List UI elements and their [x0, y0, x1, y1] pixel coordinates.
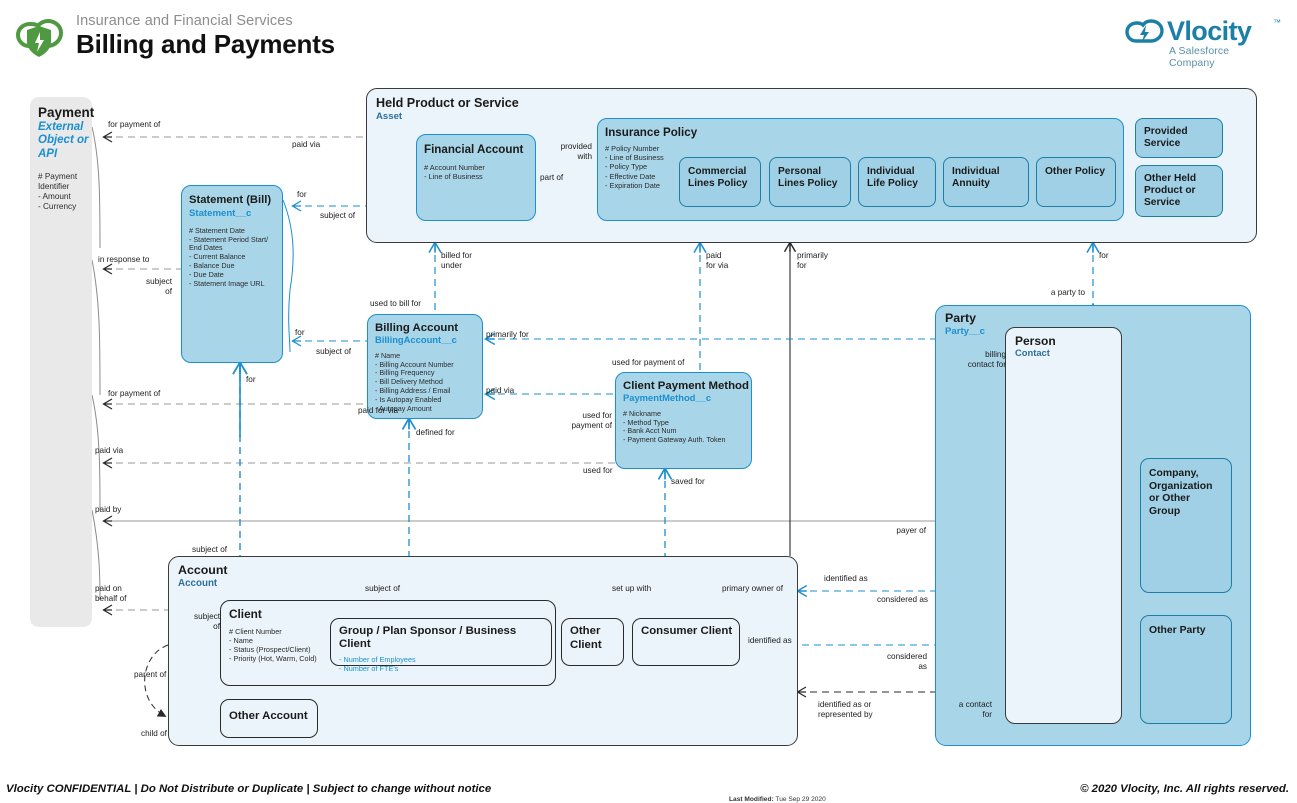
entity-billing-account[interactable]: Billing Account BillingAccount__c # Name… [367, 314, 483, 419]
entity-title: Party [945, 311, 976, 325]
entity-title: Client [229, 607, 262, 621]
entity-attributes: - Number of Employees - Number of FTE's [339, 654, 416, 673]
entity-attributes: # Statement Date - Statement Period Star… [189, 225, 269, 289]
entity-provided-service[interactable]: Provided Service [1135, 118, 1223, 158]
entity-other-party[interactable]: Other Party [1140, 615, 1232, 724]
footer-copyright: © 2020 Vlocity, Inc. All rights reserved… [1080, 783, 1289, 795]
entity-title: Statement (Bill) [189, 194, 272, 206]
entity-group-plan-sponsor-business-client[interactable]: Group / Plan Sponsor / Business Client -… [330, 618, 552, 673]
footer-last-modified-value: Tue Sep 29 2020 [773, 796, 826, 803]
brand-name: Vlocity [1167, 16, 1252, 46]
entity-title: Other Account [229, 710, 308, 722]
entity-subtitle: Account [178, 577, 218, 589]
entity-attributes: # Account Number - Line of Business [424, 162, 485, 182]
footer-last-modified: Last Modified: Tue Sep 29 2020 [729, 796, 826, 803]
entity-attributes: # Payment Identifier - Amount - Currency [38, 171, 78, 212]
entity-title: Person [1015, 334, 1056, 348]
entity-payment[interactable]: Payment External Object or API # Payment… [30, 97, 95, 627]
entity-title: Other Client [570, 625, 602, 651]
entity-other-policy[interactable]: Other Policy [1036, 157, 1116, 207]
entity-individual-annuity[interactable]: Individual Annuity [943, 157, 1029, 207]
entity-title: Financial Account [424, 143, 524, 156]
entity-subtitle: Asset [376, 111, 403, 123]
entity-subtitle: PaymentMethod__c [623, 391, 712, 403]
entity-subtitle: Party__c [945, 325, 986, 337]
entity-subtitle: Contact [1015, 347, 1050, 359]
entity-title: Consumer Client [641, 625, 733, 637]
entity-title: Group / Plan Sponsor / Business Client [339, 625, 517, 650]
entity-attributes: # Policy Number - Line of Business - Pol… [605, 143, 664, 190]
page-title: Billing and Payments [76, 29, 335, 59]
vlocity-brand-logo: Vlocity ™ A Salesforce Company [1125, 14, 1281, 69]
footer-last-modified-label: Last Modified: [729, 796, 774, 803]
entity-attributes: # Client Number - Name - Status (Prospec… [229, 627, 317, 664]
entity-other-client[interactable]: Other Client [561, 618, 624, 666]
footer-confidential-notice: Vlocity CONFIDENTIAL | Do Not Distribute… [6, 783, 492, 795]
entity-title: Billing Account [375, 322, 459, 334]
header-eyebrow: Insurance and Financial Services [76, 13, 293, 29]
entity-title: Payment [38, 105, 95, 120]
vlocity-cloud-shield-logo [15, 18, 64, 57]
entity-person[interactable]: Person Contact [1005, 327, 1122, 724]
entity-attributes: # Name - Billing Account Number - Billin… [375, 350, 454, 414]
entity-subtitle: Statement__c [189, 207, 252, 219]
entity-statement-bill[interactable]: Statement (Bill) Statement__c # Statemen… [181, 185, 283, 363]
entity-subtitle: BillingAccount__c [375, 333, 457, 345]
page-header: Insurance and Financial Services Billing… [0, 0, 1297, 80]
entity-individual-life-policy[interactable]: Individual Life Policy [858, 157, 936, 207]
entity-other-account[interactable]: Other Account [220, 699, 318, 738]
brand-tagline: A Salesforce Company [1169, 45, 1230, 69]
entity-title: Held Product or Service [376, 96, 519, 110]
trademark-icon: ™ [1273, 18, 1281, 27]
entity-title: Account [178, 563, 228, 577]
entity-title: Insurance Policy [605, 126, 698, 139]
entity-attributes: # Nickname - Method Type - Bank Acct Num… [623, 408, 726, 445]
entity-consumer-client[interactable]: Consumer Client [632, 618, 740, 666]
entity-commercial-lines-policy[interactable]: Commercial Lines Policy [679, 157, 761, 207]
entity-company-organization-or-other-group[interactable]: Company, Organization or Other Group [1140, 458, 1232, 593]
entity-subtitle: External Object or API [38, 121, 89, 160]
entity-financial-account[interactable]: Financial Account # Account Number - Lin… [416, 134, 536, 221]
entity-title: Client Payment Method [623, 380, 749, 392]
vlocity-cloud-icon [1125, 19, 1164, 43]
entity-client-payment-method[interactable]: Client Payment Method PaymentMethod__c #… [615, 372, 752, 469]
entity-other-held-product-or-service[interactable]: Other Held Product or Service [1135, 165, 1223, 217]
entity-personal-lines-policy[interactable]: Personal Lines Policy [769, 157, 851, 207]
